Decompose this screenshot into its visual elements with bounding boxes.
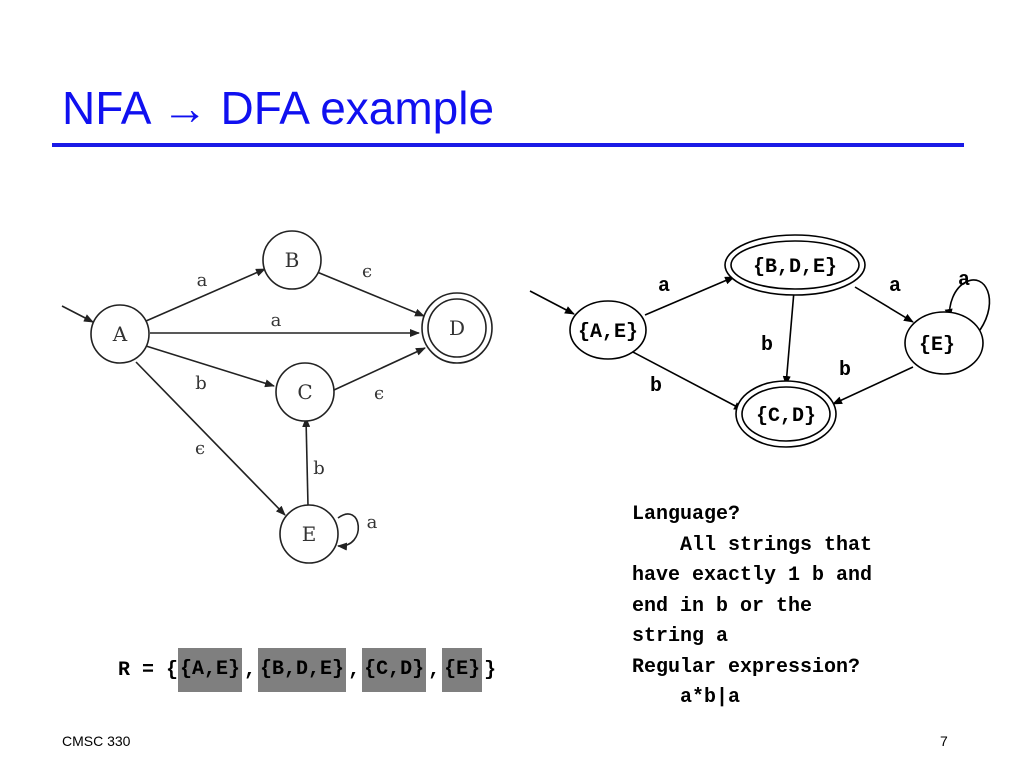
nfa-edge-A-C: [145, 345, 275, 388]
dfa-state-CD-inner: [741, 386, 831, 442]
nfa-label-E-C: b: [313, 458, 325, 479]
nfa-edge-A-B: [145, 268, 266, 322]
nfa-state-C-circle: [275, 362, 335, 422]
state-set-item-E: {E}: [442, 648, 483, 692]
notes-language-answer-line3: end in b or the: [632, 594, 813, 618]
dfa-label-BDE-CD: b: [761, 334, 773, 357]
footer-course-label: CMSC 330: [62, 733, 131, 749]
nfa-start-arrow: [61, 305, 94, 323]
nfa-edge-C-D: [333, 347, 426, 391]
notes-block: Language? All strings that have exactly …: [632, 500, 962, 714]
nfa-edge-E-E-loop: [337, 513, 360, 551]
dfa-state-AE-label: {A,E}: [578, 321, 638, 344]
dfa-edge-BDE-CD: [782, 290, 795, 386]
nfa-label-A-C: b: [195, 373, 207, 394]
nfa-state-A-circle: [90, 304, 150, 364]
dfa-label-BDE-E: a: [889, 275, 901, 298]
dfa-label-E-CD: b: [839, 359, 851, 382]
state-set-separator: ,: [244, 658, 257, 682]
nfa-label-A-B: a: [197, 270, 208, 291]
nfa-diagram: A B C D E a a b ϵ ϵ ϵ b a: [61, 230, 493, 564]
dfa-state-AE-ellipse: [569, 300, 647, 360]
nfa-state-E-label: E: [302, 522, 317, 546]
title-underline: [52, 143, 964, 147]
dfa-start-arrow: [529, 290, 575, 315]
nfa-label-A-D: a: [271, 310, 282, 331]
nfa-edge-A-E: [135, 361, 286, 516]
dfa-edge-E-E-loop: [944, 279, 991, 331]
nfa-edge-B-D: [316, 271, 425, 317]
nfa-edge-E-C: [302, 417, 311, 507]
notes-language-answer-line4: string a: [632, 625, 729, 648]
dfa-state-BDE-label: {B,D,E}: [753, 256, 837, 279]
notes-language-answer-line2: have exactly 1 b and: [632, 564, 873, 587]
dfa-edge-AE-CD: [630, 350, 744, 411]
dfa-state-BDE-inner: [730, 240, 860, 290]
nfa-label-A-E: ϵ: [195, 438, 205, 459]
state-set-line: R = { {A,E} , {B,D,E} , {C,D} , {E} }: [118, 648, 498, 692]
state-set-item-BDE: {B,D,E}: [258, 648, 347, 692]
notes-regex-question: Regular expression?: [632, 655, 861, 679]
dfa-label-E-E: a: [958, 269, 970, 292]
dfa-edge-E-CD: [832, 366, 914, 405]
state-set-suffix: }: [484, 658, 497, 682]
slide-title: NFA → DFA example: [62, 82, 495, 134]
dfa-label-AE-BDE: a: [658, 275, 670, 298]
notes-language-answer-line1: All strings that: [680, 533, 873, 557]
nfa-state-C-label: C: [297, 380, 312, 404]
state-set-prefix: R = {: [118, 658, 179, 682]
dfa-edge-BDE-E: [854, 286, 914, 323]
notes-regex-answer: a*b|a: [680, 686, 741, 709]
notes-language-question: Language?: [632, 503, 741, 526]
state-set-separator: ,: [428, 658, 441, 682]
dfa-state-E-ellipse: [904, 311, 984, 375]
dfa-state-CD-label: {C,D}: [756, 405, 816, 428]
footer-page-number: 7: [940, 733, 948, 749]
nfa-state-B-circle: [262, 230, 322, 290]
nfa-label-E-E: a: [367, 512, 378, 533]
nfa-label-C-D: ϵ: [374, 383, 384, 404]
nfa-state-B-label: B: [285, 248, 300, 272]
nfa-state-A-label: A: [112, 322, 128, 346]
dfa-state-E-label: {E}: [919, 334, 955, 357]
state-set-item-CD: {C,D}: [362, 648, 427, 692]
nfa-state-D-inner-circle: [427, 298, 487, 358]
state-set-item-AE: {A,E}: [178, 648, 243, 692]
nfa-label-B-D: ϵ: [362, 261, 372, 282]
dfa-label-AE-CD: b: [650, 375, 662, 398]
nfa-state-E-circle: [279, 504, 339, 564]
dfa-diagram: {B,D,E} {A,E} {E} {C,D} a b a b a b: [529, 234, 991, 448]
nfa-state-D-label: D: [449, 316, 465, 340]
dfa-edge-AE-BDE: [644, 276, 735, 316]
state-set-separator: ,: [348, 658, 361, 682]
